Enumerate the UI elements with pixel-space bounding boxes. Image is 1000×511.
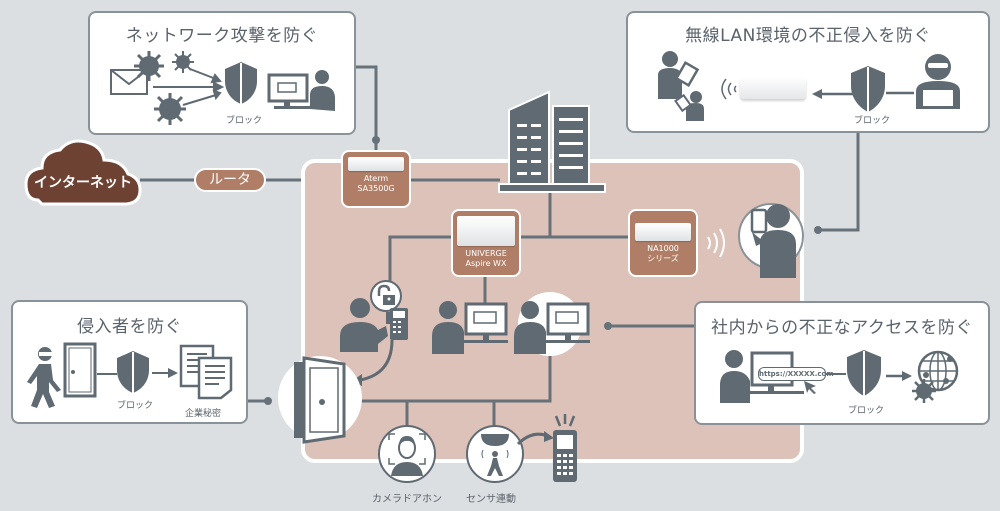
panel-title: 社内からの不正なアクセスを防ぐ	[711, 318, 973, 338]
arrow-right-icon	[886, 371, 912, 381]
door-icon	[294, 356, 346, 444]
virus-icon	[172, 51, 194, 73]
user-at-computer-icon	[514, 301, 590, 354]
internet-label: インターネット	[34, 175, 132, 191]
door-icon	[63, 342, 97, 398]
arrow-left-icon	[812, 89, 854, 99]
confidential-label: 企業秘密	[185, 409, 222, 419]
sensor-link-caption: センサ連動	[466, 494, 516, 505]
url-bar: https://XXXXX.com	[758, 367, 834, 381]
virus-icon	[134, 51, 164, 81]
device-aterm-sa3500g[interactable]: Aterm SA3500G	[341, 150, 411, 208]
unlock-icon	[377, 284, 395, 305]
confidential-documents-icon	[179, 344, 233, 400]
device-model: シリーズ	[647, 254, 679, 263]
user-with-smartphone-icon	[750, 204, 796, 278]
arrow-to-door	[352, 339, 394, 386]
panel-internal-access: 社内からの不正なアクセスを防ぐ https://XXXXX.com ブロック	[694, 301, 990, 425]
user-at-computer-icon	[267, 70, 335, 111]
malicious-website-globe-icon	[912, 350, 959, 403]
wireless-access-point-image	[740, 77, 806, 99]
cursor-icon	[804, 381, 816, 394]
wifi-signal-icon	[707, 228, 725, 258]
aterm-router-image	[348, 157, 404, 171]
block-label: ブロック	[848, 406, 885, 416]
internet-cloud-icon	[24, 139, 142, 206]
device-univerge-aspire-wx[interactable]: UNIVERGE Aspire WX	[451, 209, 521, 277]
arrow-right-icon	[152, 368, 178, 378]
virus-icon	[154, 93, 186, 125]
user-at-computer-icon	[432, 301, 508, 354]
attack-arrows	[153, 68, 225, 106]
block-label: ブロック	[226, 116, 263, 126]
panel-network-attack: ネットワーク攻撃を防ぐ ブロック	[88, 11, 356, 135]
hacker-icon	[886, 54, 960, 109]
panel-title: ネットワーク攻撃を防ぐ	[125, 26, 319, 46]
users-with-tablets-icon	[658, 51, 704, 121]
device-na1000[interactable]: NA1000 シリーズ	[628, 209, 698, 277]
shield-icon	[847, 350, 881, 396]
router-pill: ルータ	[194, 168, 266, 192]
wifi-signal-icon	[721, 78, 737, 100]
mobile-phone-alert-icon	[553, 414, 577, 482]
face-recognition-icon	[388, 433, 426, 476]
office-building-icon	[498, 90, 606, 193]
motion-sensor-icon	[481, 434, 509, 476]
connector-line	[97, 373, 117, 375]
shield-icon	[117, 351, 149, 393]
panel-title: 無線LAN環境の不正侵入を防ぐ	[685, 26, 931, 46]
panel-wireless-lan: 無線LAN環境の不正侵入を防ぐ ブロック	[626, 11, 990, 133]
univerge-pbx-image	[457, 216, 515, 246]
device-name: NA1000	[647, 244, 679, 253]
device-name: UNIVERGE	[465, 249, 507, 258]
shield-icon	[851, 66, 885, 112]
user-with-intercom-icon	[340, 298, 408, 352]
device-model: SA3500G	[357, 184, 395, 193]
device-model: Aspire WX	[465, 259, 507, 268]
camera-doorphone-caption: カメラドアホン	[372, 494, 442, 505]
envelope-icon	[110, 69, 148, 95]
arrow-to-mobile	[516, 431, 554, 446]
device-name: Aterm	[363, 174, 389, 183]
na1000-access-point-image	[635, 223, 691, 241]
connector-line	[826, 373, 846, 375]
panel-title: 侵入者を防ぐ	[77, 317, 182, 337]
shield-icon	[225, 62, 257, 104]
intruder-walking-icon	[27, 347, 61, 408]
block-label: ブロック	[117, 401, 154, 411]
panel-intruder: 侵入者を防ぐ ブロック 企業秘密	[11, 300, 248, 424]
block-label: ブロック	[854, 116, 891, 126]
